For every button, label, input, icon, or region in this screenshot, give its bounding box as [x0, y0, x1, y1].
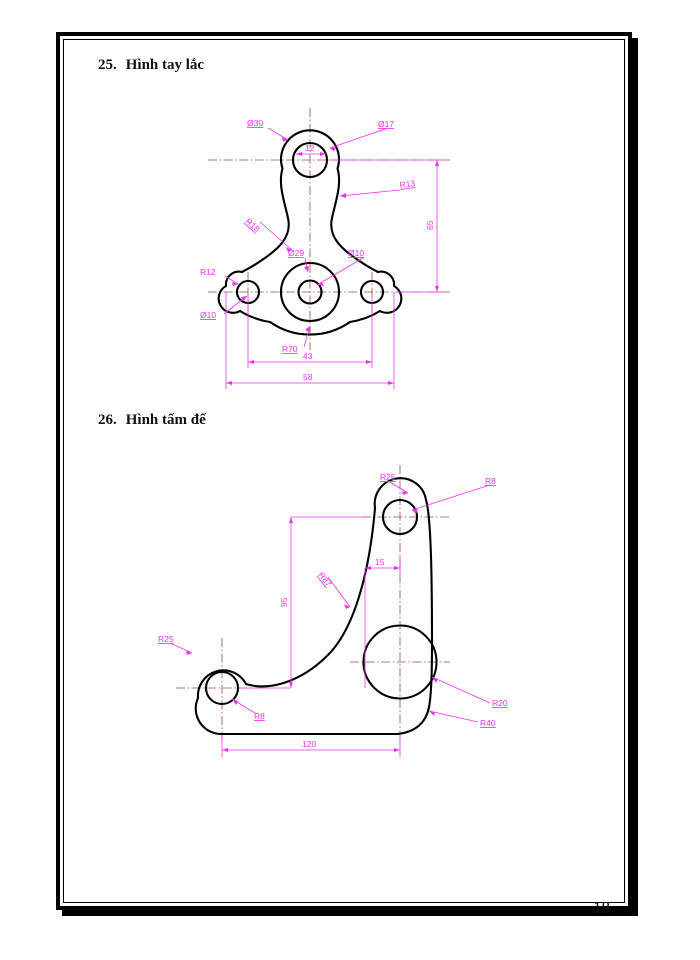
bore-center-r20	[362, 624, 438, 700]
dim-label-120: 120	[302, 739, 316, 749]
arrow-r87	[344, 604, 350, 609]
leader-r87	[327, 576, 351, 608]
dim-label-d10-center: Ø10	[348, 248, 364, 258]
arrow-120-left	[222, 748, 228, 752]
leader-r20	[431, 676, 491, 704]
dim-label-r87: R87	[316, 570, 334, 589]
outline-bottom-arc-r70	[268, 320, 352, 336]
arrow-58-left	[226, 381, 232, 385]
dim-label-r25-top: R25	[380, 472, 396, 482]
exercise-25-number: 25.	[98, 57, 117, 73]
dim-label-r18: R18	[244, 216, 262, 234]
dim-label-r70: R70	[282, 344, 298, 354]
outline-left-body	[240, 167, 290, 274]
arrow-58-right	[388, 381, 394, 385]
dim-label-r20: R20	[492, 698, 508, 708]
arrow-r12	[232, 282, 238, 286]
arrow-43-right	[366, 360, 372, 364]
arrow-d17	[330, 147, 336, 152]
leader-d30	[267, 127, 289, 141]
drawing-base-plate: R25 R8 95 R87 15 R25 R8 R20 R40 120	[150, 455, 550, 775]
bore-top-d17	[291, 141, 329, 179]
outline-corner-r40	[396, 705, 431, 736]
arrow-r18	[286, 247, 292, 252]
arrow-95-bottom	[289, 682, 293, 688]
arrow-65-top	[435, 160, 439, 166]
bore-left-r8	[204, 670, 240, 706]
arrow-12-left	[296, 152, 302, 156]
arrow-r20	[432, 677, 438, 683]
arrow-65-bottom	[435, 286, 439, 292]
dim-label-65: 65	[425, 220, 435, 230]
dim-label-r13: R13	[399, 178, 416, 190]
exercise-25-heading: 25. Hình tay lắc	[98, 57, 204, 74]
arrow-d10-center	[317, 282, 324, 286]
exercise-26-title: Hình tấm đế	[125, 412, 206, 428]
outline-concave-r87	[244, 506, 377, 688]
drawing-rocker-arm: Ø30 Ø17 12 R13 65 R18 Ø29 Ø10 R12 Ø10 R7…	[200, 100, 500, 400]
leader-r25-left	[169, 642, 193, 654]
leader-r25-top	[387, 480, 409, 494]
dim-label-d30: Ø30	[247, 118, 263, 128]
dim-label-d29: Ø29	[288, 248, 304, 258]
outline-left-lobe	[217, 270, 272, 324]
outline-right-flank	[424, 498, 434, 709]
arrow-12-right	[320, 152, 326, 156]
outline-top-boss	[279, 129, 341, 170]
leader-r13	[339, 189, 401, 197]
arrow-d30	[282, 137, 288, 142]
arrow-d29	[304, 266, 309, 272]
leader-r8-top	[411, 484, 491, 511]
dim-label-r8-top: R8	[485, 476, 496, 486]
page-number: 18	[593, 898, 610, 917]
dim-label-95: 95	[279, 597, 289, 607]
arrow-120-right	[394, 748, 400, 752]
exercise-26-heading: 26. Hình tấm đế	[98, 412, 206, 429]
page-frame-outer	[56, 32, 632, 910]
bore-center-d10	[297, 279, 323, 305]
dim-label-12: 12	[305, 143, 315, 153]
dim-label-d17: Ø17	[378, 119, 394, 129]
arrow-15-left	[365, 566, 371, 570]
arrow-43-left	[248, 360, 254, 364]
arrow-d10-left	[241, 296, 247, 301]
leader-r12	[224, 275, 239, 285]
arrow-r25-left	[186, 651, 192, 655]
bore-center-d29	[279, 261, 341, 323]
arrow-r70	[305, 326, 310, 332]
leader-d10-center	[316, 257, 364, 286]
dim-label-58: 58	[303, 372, 313, 382]
arrow-15-right	[394, 566, 400, 570]
dim-label-r12: R12	[200, 267, 216, 277]
dim-label-r40: R40	[480, 718, 496, 728]
arrow-r8-left	[232, 699, 238, 705]
leader-d17	[329, 127, 389, 149]
arrow-r13	[340, 193, 346, 198]
dim-label-d10-left: Ø10	[200, 310, 216, 320]
dim-label-r8-left: R8	[254, 711, 265, 721]
arrow-95-top	[289, 517, 293, 523]
dim-label-r25-left: R25	[158, 634, 174, 644]
arrow-r8-top	[412, 509, 418, 514]
leader-r40	[428, 710, 479, 723]
outline-right-lobe	[348, 270, 403, 324]
arrow-r25-top	[402, 491, 408, 495]
bore-top-r8	[381, 498, 419, 536]
exercise-26-number: 26.	[98, 412, 117, 428]
outline-top-lobe-r25	[373, 477, 428, 510]
leader-r18	[259, 221, 293, 251]
outline-left-lobe-r25	[194, 669, 248, 736]
arrow-r40	[429, 711, 435, 716]
dim-label-15: 15	[375, 557, 385, 567]
page-frame-inner	[63, 39, 625, 903]
outline-right-body	[330, 167, 380, 274]
exercise-25-title: Hình tay lắc	[125, 57, 205, 73]
dim-label-43: 43	[303, 351, 313, 361]
